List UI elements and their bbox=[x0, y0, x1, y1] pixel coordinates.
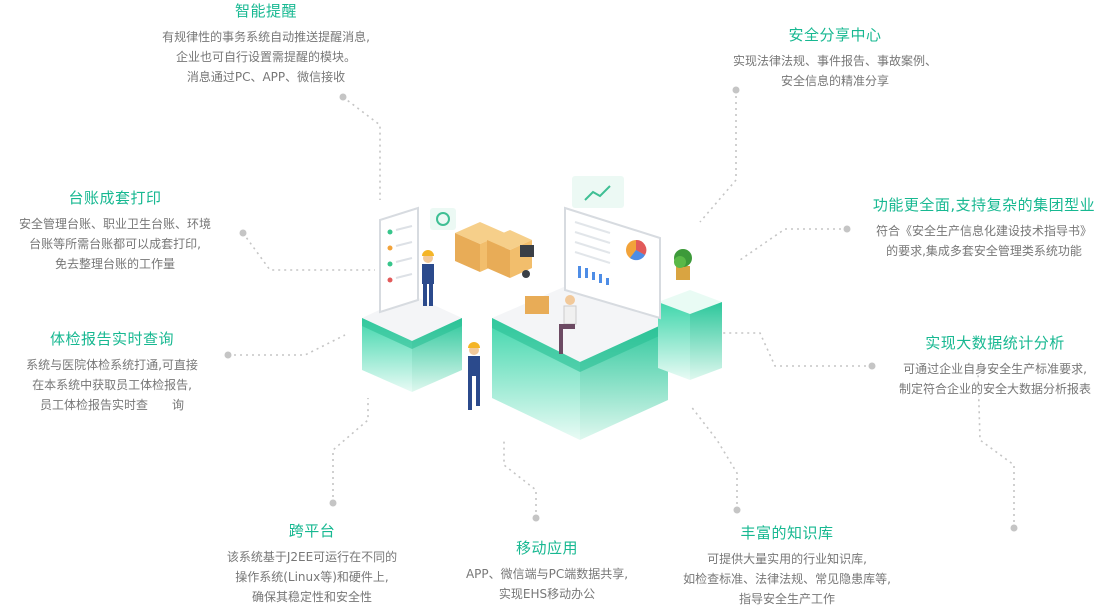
feature-title: 体检报告实时查询 bbox=[49, 330, 174, 348]
feature-description: 可通过企业自身安全生产标准要求, 制定符合企业的安全大数据分析报表 bbox=[898, 362, 1091, 396]
feature-title: 功能更全面,支持复杂的集团型业 bbox=[872, 196, 1096, 214]
feature-big-data: 实现大数据统计分析 可通过企业自身安全生产标准要求, 制定符合企业的安全大数据分… bbox=[876, 332, 1114, 399]
feature-description: 符合《安全生产信息化建设技术指导书》 的要求,集成多套安全管理类系统功能 bbox=[875, 224, 1092, 258]
floating-cards bbox=[430, 176, 624, 230]
feature-description: 有规律性的事务系统自动推送提醒消息, 企业也可自行设置需提醒的模块。 消息通过P… bbox=[162, 30, 370, 84]
dashboard-screen bbox=[564, 206, 661, 320]
feature-group-type: 功能更全面,支持复杂的集团型业 符合《安全生产信息化建设技术指导书》 的要求,集… bbox=[854, 194, 1114, 261]
worker-figures bbox=[422, 250, 577, 410]
feature-title: 智能提醒 bbox=[234, 2, 297, 20]
feature-description: 系统与医院体检系统打通,可直接 在本系统中获取员工体检报告, 员工体检报告实时查… bbox=[26, 358, 198, 412]
feature-description: APP、微信端与PC端数据共享, 实现EHS移动办公 bbox=[465, 567, 629, 601]
feature-title: 跨平台 bbox=[288, 522, 336, 540]
feature-smart-reminder: 智能提醒 有规律性的事务系统自动推送提醒消息, 企业也可自行设置需提醒的模块。 … bbox=[134, 0, 398, 87]
feature-cross-platform: 跨平台 该系统基于J2EE可运行在不同的 操作系统(Linux等)和硬件上, 确… bbox=[196, 520, 428, 607]
feature-knowledge-base: 丰富的知识库 可提供大量实用的行业知识库, 如检查标准、法律法规、常见隐患库等,… bbox=[660, 522, 914, 609]
feature-safety-share: 安全分享中心 实现法律法规、事件报告、事故案例、 安全信息的精准分享 bbox=[700, 24, 970, 91]
phone-screen bbox=[379, 206, 419, 314]
feature-title: 丰富的知识库 bbox=[740, 524, 834, 542]
feature-title: 实现大数据统计分析 bbox=[925, 334, 1065, 352]
feature-ledger-print: 台账成套打印 安全管理台账、职业卫生台账、环境 台账等所需台账都可以成套打印, … bbox=[0, 187, 230, 274]
cargo-boxes bbox=[455, 222, 534, 278]
feature-title: 安全分享中心 bbox=[788, 26, 882, 44]
feature-health-report: 体检报告实时查询 系统与医院体检系统打通,可直接 在本系统中获取员工体检报告, … bbox=[0, 328, 224, 415]
feature-title: 台账成套打印 bbox=[68, 189, 162, 207]
feature-description: 实现法律法规、事件报告、事故案例、 安全信息的精准分享 bbox=[732, 54, 937, 88]
feature-mobile-app: 移动应用 APP、微信端与PC端数据共享, 实现EHS移动办公 bbox=[436, 537, 658, 604]
right-pillar bbox=[658, 249, 722, 380]
left-platform bbox=[362, 295, 462, 392]
feature-description: 可提供大量实用的行业知识库, 如检查标准、法律法规、常见隐患库等, 指导安全生产… bbox=[683, 552, 891, 606]
feature-description: 该系统基于J2EE可运行在不同的 操作系统(Linux等)和硬件上, 确保其稳定… bbox=[226, 550, 398, 604]
feature-description: 安全管理台账、职业卫生台账、环境 台账等所需台账都可以成套打印, 免去整理台账的… bbox=[18, 217, 211, 271]
feature-title: 移动应用 bbox=[515, 539, 578, 557]
